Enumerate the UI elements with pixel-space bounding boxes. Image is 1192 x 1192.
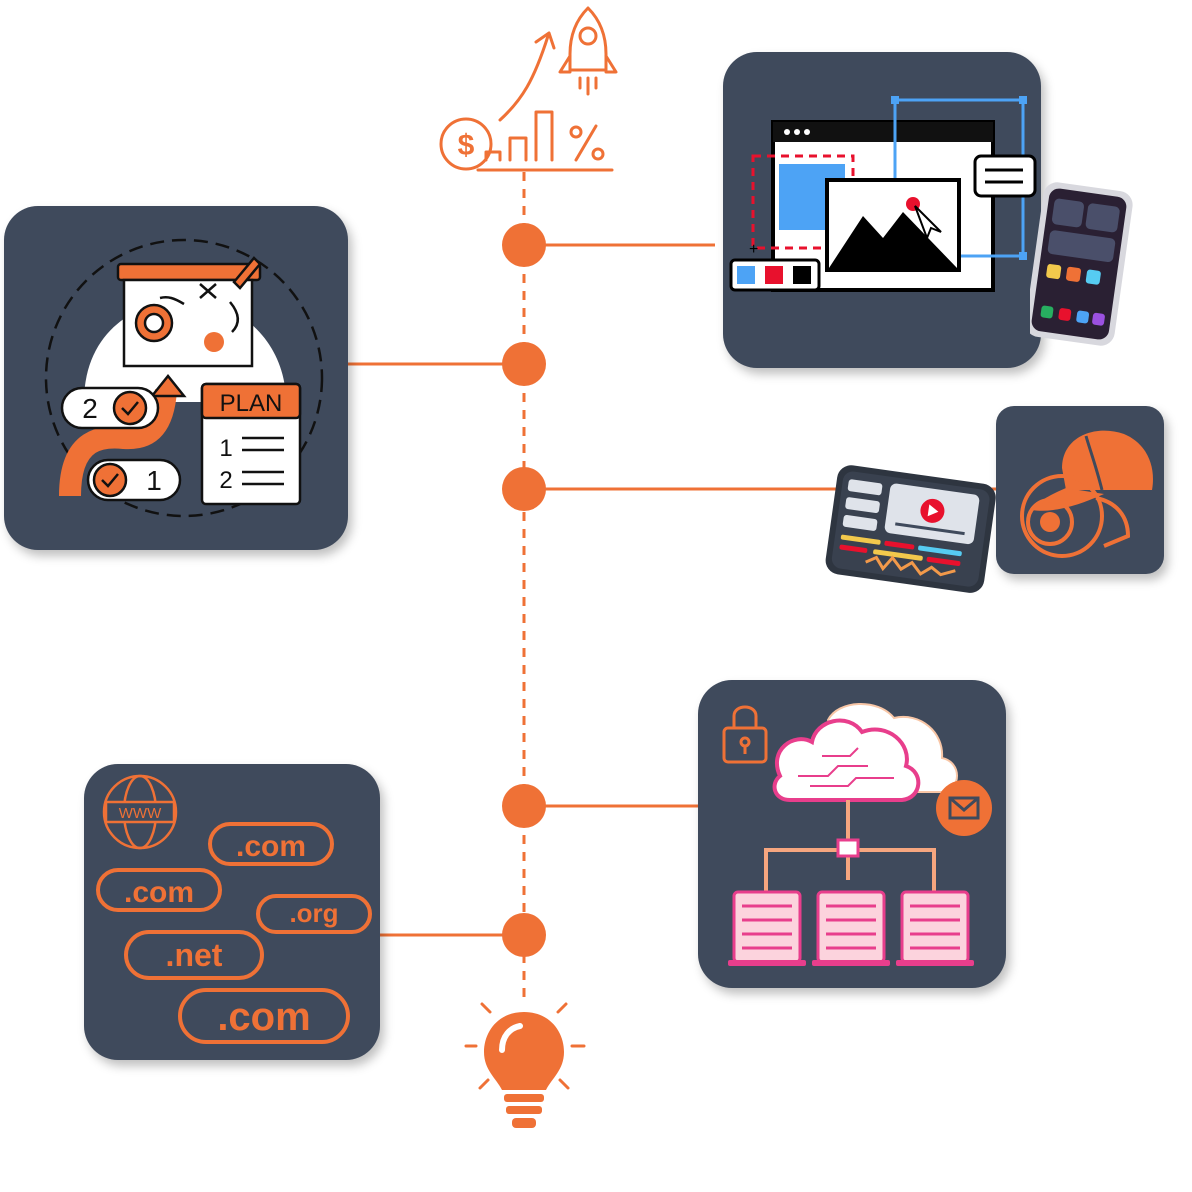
timeline-node-3 <box>502 467 546 511</box>
video-editing-icon <box>825 465 996 593</box>
lightbulb-icon <box>464 1002 586 1128</box>
timeline-node-1 <box>502 223 546 267</box>
camera-card <box>996 406 1164 574</box>
strategy-plan-icon: 2 1 PLAN 1 2 <box>44 238 324 518</box>
timeline-node-4 <box>502 784 546 828</box>
tld-net: .net <box>166 937 223 973</box>
timeline-node-5 <box>502 913 546 957</box>
cloud-hosting-card <box>698 680 1006 988</box>
svg-text:+: + <box>749 241 758 258</box>
svg-text:$: $ <box>458 129 475 162</box>
step-1-label: 1 <box>146 465 162 496</box>
cloud-hosting-servers-icon <box>722 703 992 966</box>
timeline-node-2 <box>502 342 546 386</box>
plan-label: PLAN <box>220 390 283 417</box>
tld-com-1: .com <box>236 830 306 863</box>
www-label: WWW <box>119 805 162 822</box>
plan-list-1: 1 <box>219 435 232 462</box>
web-design-card: + <box>723 52 1041 368</box>
domains-card: WWW .com .com .org .net .com <box>84 764 380 1060</box>
cap-camera-icon <box>1020 430 1153 558</box>
plan-list-2: 2 <box>219 467 232 494</box>
web-design-mockup-icon: + <box>729 96 1037 292</box>
step-2-label: 2 <box>82 393 98 424</box>
smartphone-icon <box>1030 182 1133 346</box>
domain-names-icon: WWW .com .com .org .net .com <box>96 774 372 1044</box>
tld-com-2: .com <box>124 876 194 909</box>
globe-icon <box>102 774 178 850</box>
tld-org: .org <box>289 898 338 928</box>
tld-com-3: .com <box>217 995 310 1039</box>
planning-card: 2 1 PLAN 1 2 <box>4 206 348 550</box>
growth-chart-rocket-icon: $ <box>439 6 618 172</box>
